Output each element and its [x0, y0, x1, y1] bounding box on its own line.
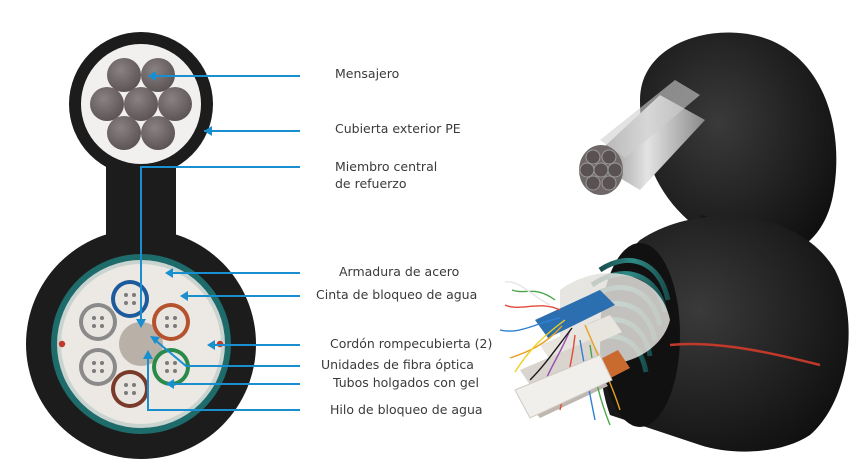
leader-water-yarn: [143, 350, 300, 411]
tube-orange: [152, 303, 190, 341]
tube-brown: [111, 370, 149, 408]
ripcord-left: [58, 340, 66, 348]
label-loose-tubes: Tubos holgados con gel: [333, 375, 479, 390]
leader-ripcord: [207, 340, 300, 350]
label-ripcord: Cordón rompecubierta (2): [330, 336, 493, 351]
leader-outer-sheath: [204, 126, 300, 136]
label-water-blocking-yarn: Hilo de bloqueo de agua: [330, 402, 483, 417]
tube-gray-lower: [79, 348, 117, 386]
label-fiber-units: Unidades de fibra óptica: [321, 357, 474, 372]
leader-tape: [180, 291, 300, 301]
leader-loose-tubes: [166, 379, 300, 389]
leader-central-member: [136, 166, 300, 328]
leader-fiber-units: [150, 336, 300, 367]
label-steel-armor: Armadura de acero: [339, 264, 460, 279]
tube-blue: [111, 280, 149, 318]
cable-3d-render: [499, 32, 849, 452]
leader-lines: [136, 71, 300, 411]
label-messenger: Mensajero: [335, 66, 400, 81]
central-member-3d: [514, 354, 613, 419]
leader-messenger: [148, 71, 300, 81]
tube-gray-upper: [79, 303, 117, 341]
label-central-member-line1: Miembro central: [335, 159, 438, 174]
label-outer-sheath: Cubierta exterior PE: [335, 121, 461, 136]
label-water-blocking-tape: Cinta de bloqueo de agua: [316, 287, 478, 302]
central-member: [119, 322, 163, 366]
label-central-member-line2: de refuerzo: [335, 176, 407, 191]
messenger-strands: [90, 58, 192, 150]
leader-steel-armor: [165, 268, 300, 278]
